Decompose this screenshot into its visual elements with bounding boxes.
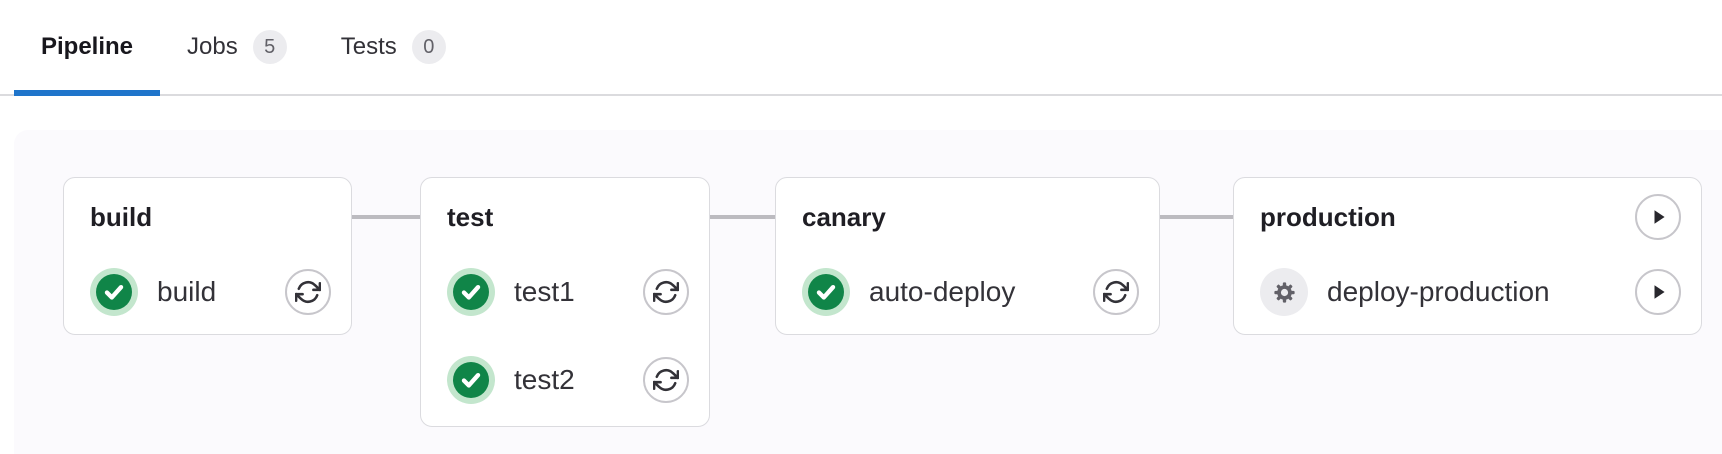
stage-title: production [1260, 201, 1396, 232]
stage-card-test: test test1 test2 [420, 177, 710, 427]
status-success-icon [90, 268, 138, 316]
retry-job-button[interactable] [643, 357, 689, 403]
status-manual-gear-icon [1260, 268, 1308, 316]
retry-job-button[interactable] [1093, 269, 1139, 315]
job-row[interactable]: deploy-production [1260, 268, 1681, 316]
retry-job-button[interactable] [285, 269, 331, 315]
stage-card-production: production deploy-production [1233, 177, 1702, 335]
connector-line [710, 215, 775, 219]
job-name: deploy-production [1327, 276, 1550, 307]
retry-job-button[interactable] [643, 269, 689, 315]
stage-title: canary [802, 201, 886, 232]
jobs-count-badge: 5 [252, 30, 287, 64]
stage-header: build [90, 194, 331, 240]
play-stage-button[interactable] [1635, 194, 1681, 240]
stage-title: test [447, 201, 494, 232]
job-row[interactable]: test2 [447, 356, 689, 404]
job-row[interactable]: build [90, 268, 331, 316]
job-name: auto-deploy [869, 276, 1016, 307]
pipeline-tab-bar: Pipeline Jobs 5 Tests 0 [0, 0, 1722, 96]
connector-line [1160, 215, 1233, 219]
status-success-icon [802, 268, 850, 316]
stage-title: build [90, 201, 153, 232]
stage-header: production [1260, 194, 1681, 240]
job-row[interactable]: test1 [447, 268, 689, 316]
stage-header: canary [802, 194, 1139, 240]
tab-tests-label: Tests [340, 33, 397, 60]
tab-jobs-label: Jobs [187, 33, 238, 60]
status-success-icon [447, 356, 495, 404]
tab-pipeline-label: Pipeline [41, 33, 134, 60]
tab-pipeline[interactable]: Pipeline [14, 0, 161, 96]
status-success-icon [447, 268, 495, 316]
tab-tests[interactable]: Tests 0 [314, 0, 473, 94]
job-name: test2 [514, 364, 575, 395]
tests-count-badge: 0 [411, 30, 446, 64]
tab-jobs[interactable]: Jobs 5 [160, 0, 314, 94]
play-job-button[interactable] [1635, 269, 1681, 315]
connector-line [352, 215, 420, 219]
stage-card-canary: canary auto-deploy [775, 177, 1160, 335]
job-name: test1 [514, 276, 575, 307]
job-name: build [157, 276, 217, 307]
stage-card-build: build build [63, 177, 352, 335]
stage-header: test [447, 194, 689, 240]
job-row[interactable]: auto-deploy [802, 268, 1139, 316]
